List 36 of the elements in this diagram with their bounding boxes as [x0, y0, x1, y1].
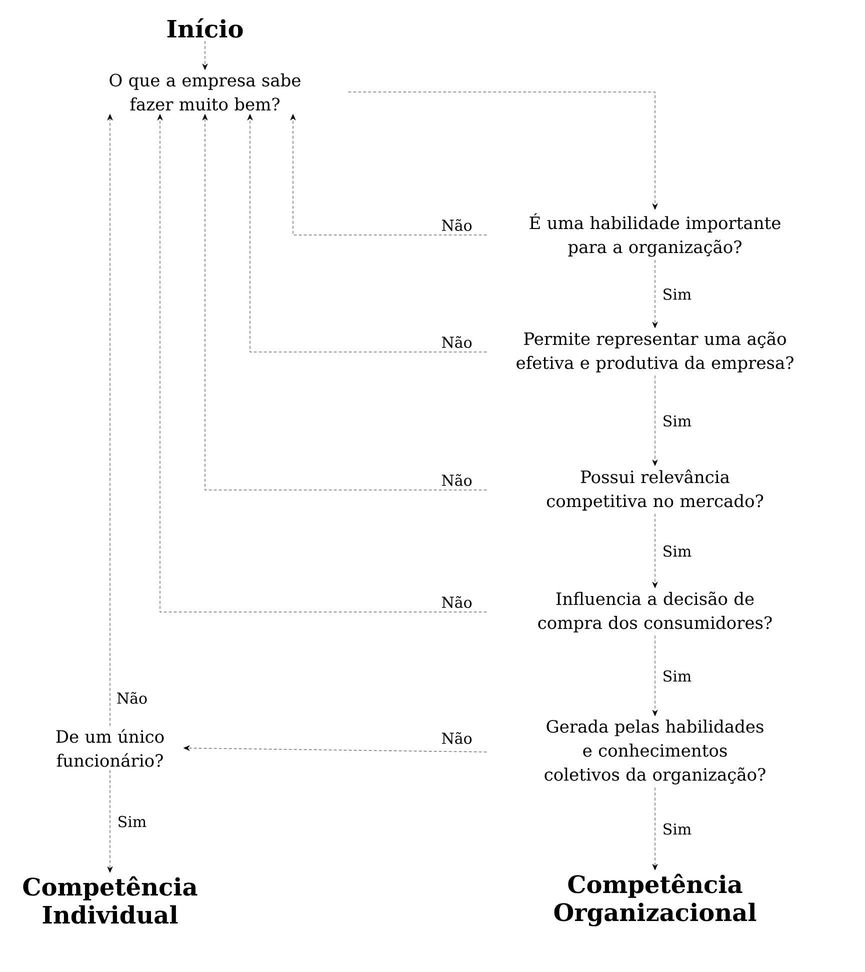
edge-label: Não	[440, 473, 474, 487]
arrow	[202, 40, 208, 70]
start-label: Início	[167, 18, 243, 38]
arrow	[202, 114, 487, 490]
edge-label: Não	[440, 595, 474, 609]
arrow	[652, 375, 658, 466]
question-text: Permite representar uma ação efetiva e produtiva da empresa?	[516, 332, 794, 372]
edge-label: Sim	[116, 814, 148, 828]
edge-label: Não	[440, 731, 474, 745]
arrow	[652, 787, 658, 870]
arrow	[652, 260, 658, 328]
edge-label: Sim	[661, 544, 693, 558]
end-label: Competência Individual	[23, 876, 198, 924]
arrow	[107, 114, 113, 726]
arrow	[107, 770, 113, 873]
arrow	[652, 635, 658, 716]
arrow	[652, 514, 658, 588]
edge-label: Sim	[661, 822, 693, 836]
edge-label: Não	[440, 335, 474, 349]
edge-label: Sim	[661, 669, 693, 683]
edge-label: Sim	[661, 288, 693, 301]
edge-label: Não	[115, 690, 149, 705]
arrow	[157, 114, 487, 612]
question-text: Possui relevância competitiva no mercado?	[546, 469, 764, 511]
arrow	[290, 114, 487, 236]
end-label: Competência Organizacional	[554, 874, 756, 926]
arrow	[348, 92, 658, 210]
arrow	[184, 745, 487, 752]
question-text: Influencia a decisão de compra dos consumidores?	[538, 592, 772, 632]
question-text: De um único funcionário?	[56, 729, 164, 767]
edge-label: Não	[440, 218, 474, 232]
arrow	[247, 114, 487, 352]
question-text: É uma habilidade importante para a organização?	[530, 213, 780, 257]
question-text: O que a empresa sabe fazer muito bem?	[110, 73, 300, 111]
edge-label: Sim	[661, 414, 693, 428]
question-text: Gerada pelas habilidades e conhecimentos coletivos da organização?	[544, 720, 766, 784]
